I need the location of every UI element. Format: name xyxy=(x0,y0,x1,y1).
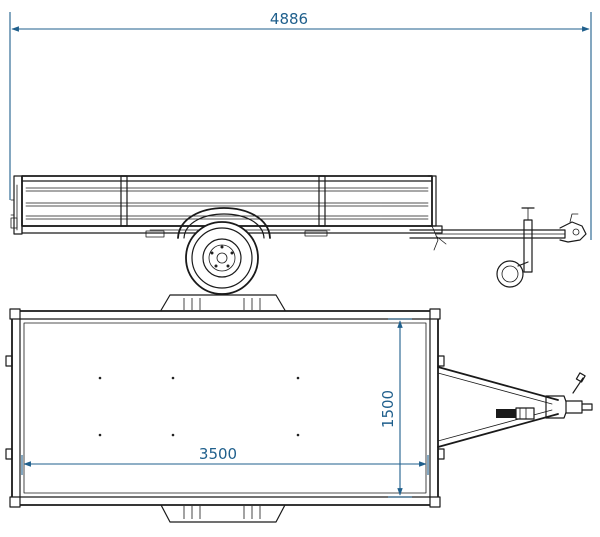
bed-length-dimension: 3500 xyxy=(21,445,429,475)
floor-rivets xyxy=(98,376,300,437)
jockey-clamp-icon xyxy=(496,407,535,420)
wheel-icon xyxy=(185,221,259,295)
coupling-icon xyxy=(559,213,587,243)
side-view xyxy=(10,175,587,295)
jockey-wheel-icon xyxy=(496,207,535,288)
handbrake-icon xyxy=(572,372,586,394)
bed-length-label: 3500 xyxy=(199,445,237,463)
overall-length-dimension: 4886 xyxy=(9,10,592,240)
bed-width-label: 1500 xyxy=(379,390,397,428)
overall-length-label: 4886 xyxy=(270,10,308,28)
top-view xyxy=(5,294,593,523)
